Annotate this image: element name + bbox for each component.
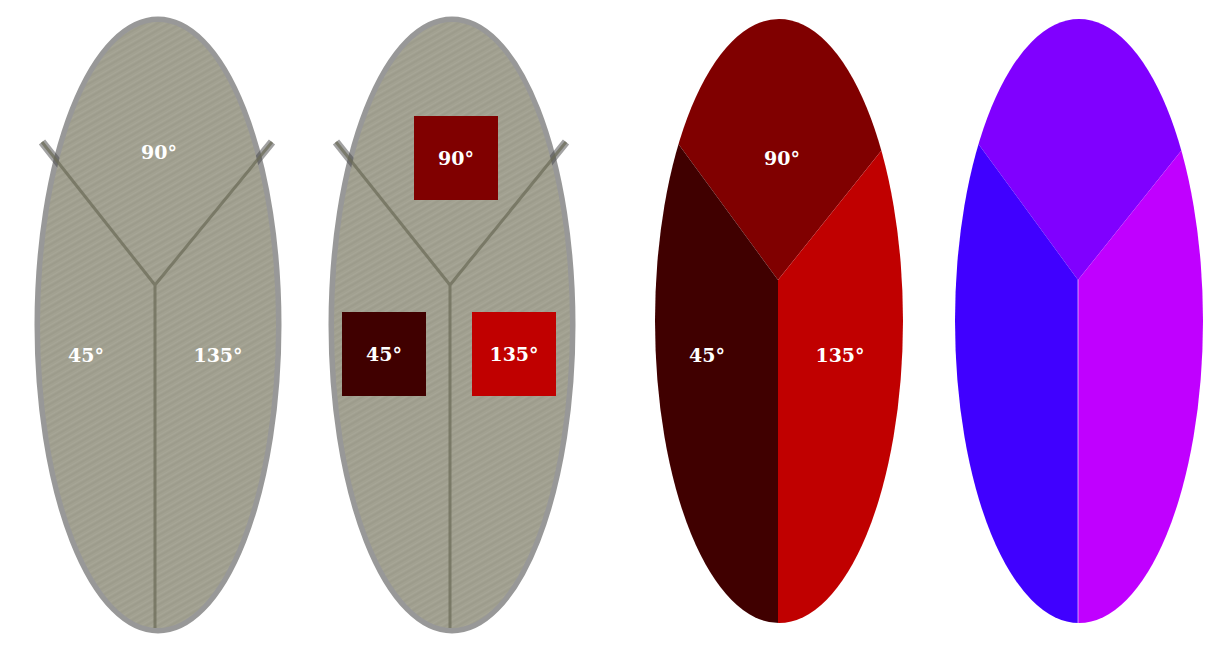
grain-outline-2 bbox=[332, 20, 572, 630]
angle-text: 45° bbox=[366, 344, 402, 365]
angle-text: 135° bbox=[489, 344, 538, 365]
colour-swatch-box: 135° bbox=[472, 312, 556, 396]
angle-label: 135° bbox=[193, 345, 242, 366]
angle-label: 90° bbox=[141, 142, 177, 163]
facet-shape bbox=[650, 30, 780, 630]
colour-swatch-box: 45° bbox=[342, 312, 426, 396]
facet-fill bbox=[600, 37, 778, 661]
angle-text: 90° bbox=[438, 148, 474, 169]
grain-colour-map bbox=[900, 0, 1218, 661]
facet-fill bbox=[600, 0, 960, 280]
angle-text: 45° bbox=[689, 345, 725, 366]
angle-text: 135° bbox=[815, 345, 864, 366]
facet-shape bbox=[778, 30, 910, 630]
colour-swatch-box: 90° bbox=[414, 116, 498, 200]
grain-outline-1 bbox=[38, 20, 278, 630]
angle-label: 45° bbox=[68, 345, 104, 366]
angle-text: 90° bbox=[764, 148, 800, 169]
facet-region: 45° bbox=[650, 30, 780, 630]
facet-fill bbox=[778, 52, 960, 661]
facet-region: 135° bbox=[778, 30, 910, 630]
